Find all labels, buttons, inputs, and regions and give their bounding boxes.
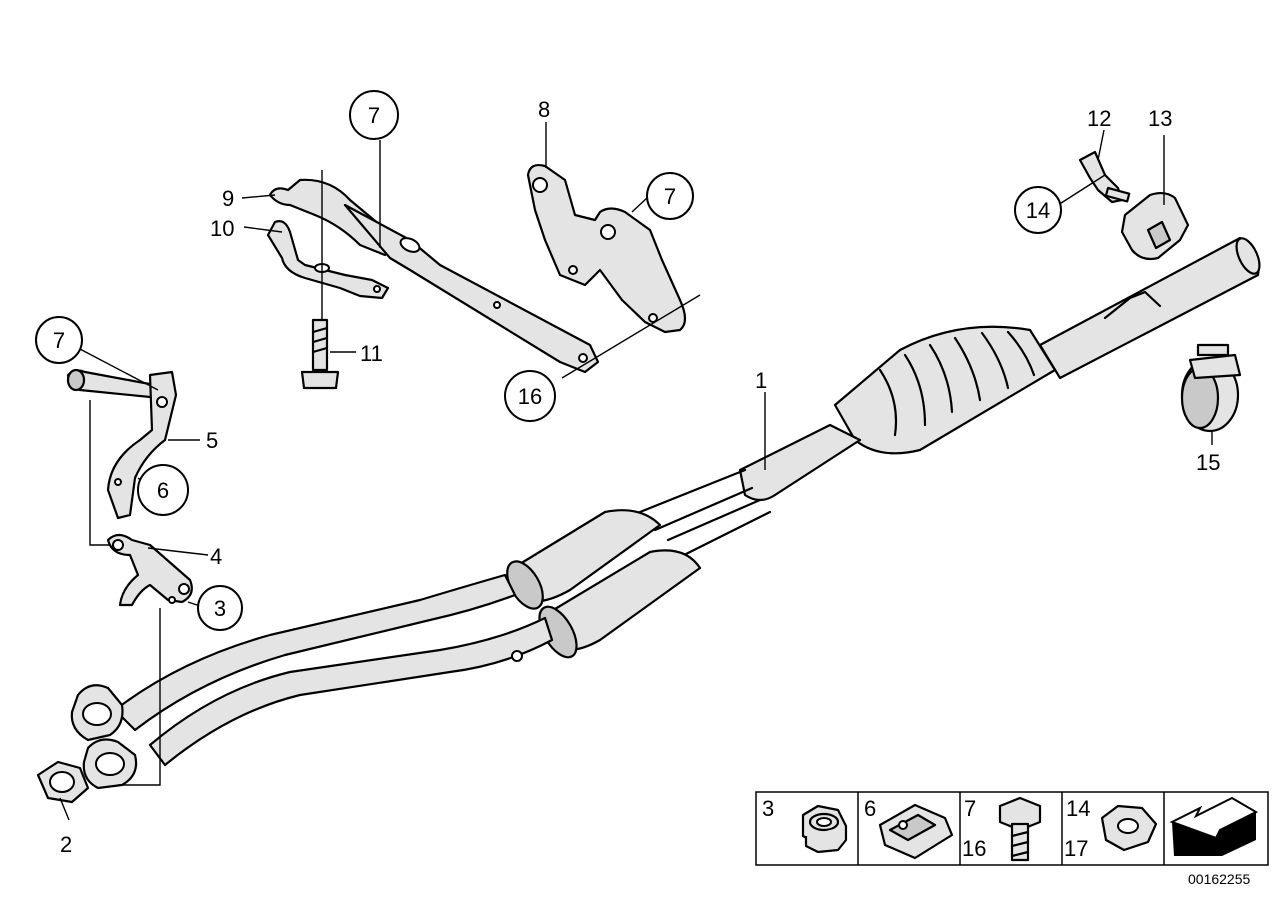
- label-5: 5: [206, 428, 218, 453]
- center-pipe: [738, 423, 862, 502]
- clamp-15: [1180, 343, 1242, 433]
- label-13: 13: [1148, 106, 1172, 131]
- svg-text:7: 7: [664, 184, 676, 209]
- svg-text:16: 16: [962, 836, 986, 861]
- label-2: 2: [60, 832, 72, 857]
- hardware-legend: 3 6 7 16 14 17: [755, 791, 1269, 866]
- bracket-9: [268, 178, 600, 374]
- label-10: 10: [210, 216, 234, 241]
- front-pipe-upper: [113, 573, 517, 732]
- callout-7-left: 7: [35, 316, 83, 364]
- bolt-11: [300, 318, 340, 390]
- svg-text:6: 6: [864, 796, 876, 821]
- front-pipe-lower: [148, 616, 554, 767]
- bracket-12: [1078, 150, 1131, 204]
- svg-text:14: 14: [1066, 796, 1090, 821]
- svg-text:3: 3: [214, 596, 226, 621]
- direction-arrow-icon: [1169, 796, 1259, 856]
- bracket-4: [106, 533, 193, 607]
- svg-text:7: 7: [964, 796, 976, 821]
- label-12: 12: [1087, 106, 1111, 131]
- center-converter: [833, 325, 1057, 455]
- label-9: 9: [222, 186, 234, 211]
- gasket: [36, 760, 90, 804]
- callouts: 3 6 7 7 7 14 16: [35, 90, 1062, 631]
- svg-text:7: 7: [53, 328, 65, 353]
- legend-cell-7-16: 7 16: [962, 796, 1042, 862]
- legend-cell-14-17: 14 17: [1064, 796, 1158, 861]
- callout-14: 14: [1014, 186, 1062, 234]
- svg-text:3: 3: [762, 796, 774, 821]
- leader-lines: [59, 122, 1213, 821]
- callout-6: 6: [137, 464, 189, 516]
- reference-number: 00162255: [1188, 871, 1251, 887]
- callout-3: 3: [197, 585, 243, 631]
- callout-16: 16: [504, 370, 556, 422]
- bracket-5: [66, 368, 178, 520]
- label-8: 8: [538, 97, 550, 122]
- bracket-8: [526, 163, 687, 334]
- part-labels: 1 2 4 5 8 9 10 11 12 13 15: [60, 97, 1220, 857]
- label-11: 11: [360, 341, 383, 366]
- exhaust-assembly: [70, 236, 1261, 790]
- callout-7-right: 7: [646, 172, 694, 220]
- svg-text:14: 14: [1026, 198, 1050, 223]
- label-15: 15: [1196, 450, 1220, 475]
- label-4: 4: [210, 544, 222, 569]
- svg-text:7: 7: [368, 103, 380, 128]
- rubber-mount-13: [1120, 191, 1190, 261]
- svg-text:6: 6: [157, 478, 169, 503]
- callout-7-top: 7: [349, 90, 399, 140]
- legend-cell-3: 3: [762, 796, 848, 854]
- svg-text:16: 16: [518, 384, 542, 409]
- label-1: 1: [755, 368, 767, 393]
- legend-cell-6: 6: [864, 796, 954, 860]
- svg-text:17: 17: [1064, 836, 1088, 861]
